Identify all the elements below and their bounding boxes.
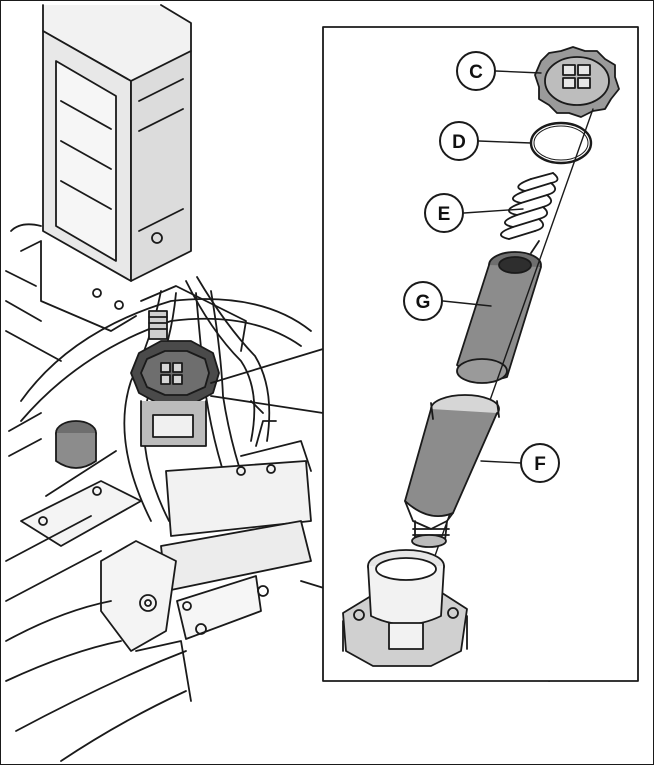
callout-circle-e: [424, 193, 464, 233]
machine-overview: [5, 4, 312, 762]
callout-leaders: [442, 70, 542, 464]
callout-label-f: F: [534, 454, 546, 475]
part-c-filter-cap: [534, 46, 620, 118]
callout-label-c: C: [469, 62, 483, 83]
callout-circles: [403, 51, 560, 483]
part-f-filter-bowl: [404, 394, 500, 548]
callout-circle-c: [456, 51, 496, 91]
callout-label-e: E: [438, 204, 451, 225]
callout-circle-d: [439, 121, 479, 161]
callout-label-d: D: [452, 132, 466, 153]
part-g-filter-element: [456, 240, 542, 384]
callout-label-g: G: [416, 292, 431, 313]
callout-circle-f: [520, 443, 560, 483]
callout-circle-g: [403, 281, 443, 321]
filter-base-housing: [342, 549, 468, 667]
